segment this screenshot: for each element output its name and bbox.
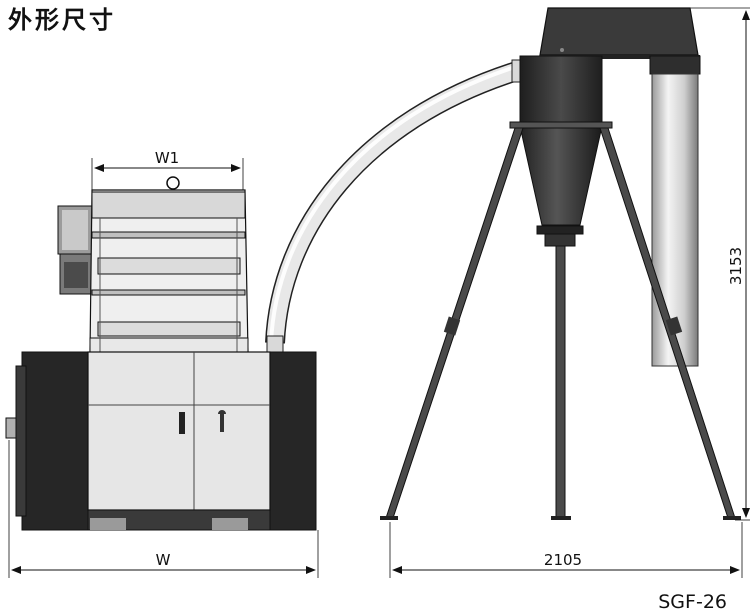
filter-cylinder <box>649 55 701 367</box>
dimension-width-total: 2105 <box>389 522 743 578</box>
dim-w-label: W <box>156 551 171 569</box>
dim-3153-label: 3153 <box>727 247 745 285</box>
support-legs <box>380 127 741 520</box>
feed-hopper <box>89 176 249 353</box>
dimension-w: W <box>8 440 319 578</box>
cyclone-hood <box>539 7 700 59</box>
base-cabinet <box>5 351 317 531</box>
cyclone-separator <box>509 55 613 247</box>
dim-w1-label: W1 <box>155 149 179 167</box>
dim-2105-label: 2105 <box>544 551 582 569</box>
dimension-height-total: 3153 <box>690 7 750 521</box>
model-number: SGF-26 <box>658 591 727 613</box>
page-title: 外形尺寸 <box>8 6 116 34</box>
dimension-w1: W1 <box>91 149 244 190</box>
motor <box>57 205 93 295</box>
transport-pipe <box>265 59 525 353</box>
